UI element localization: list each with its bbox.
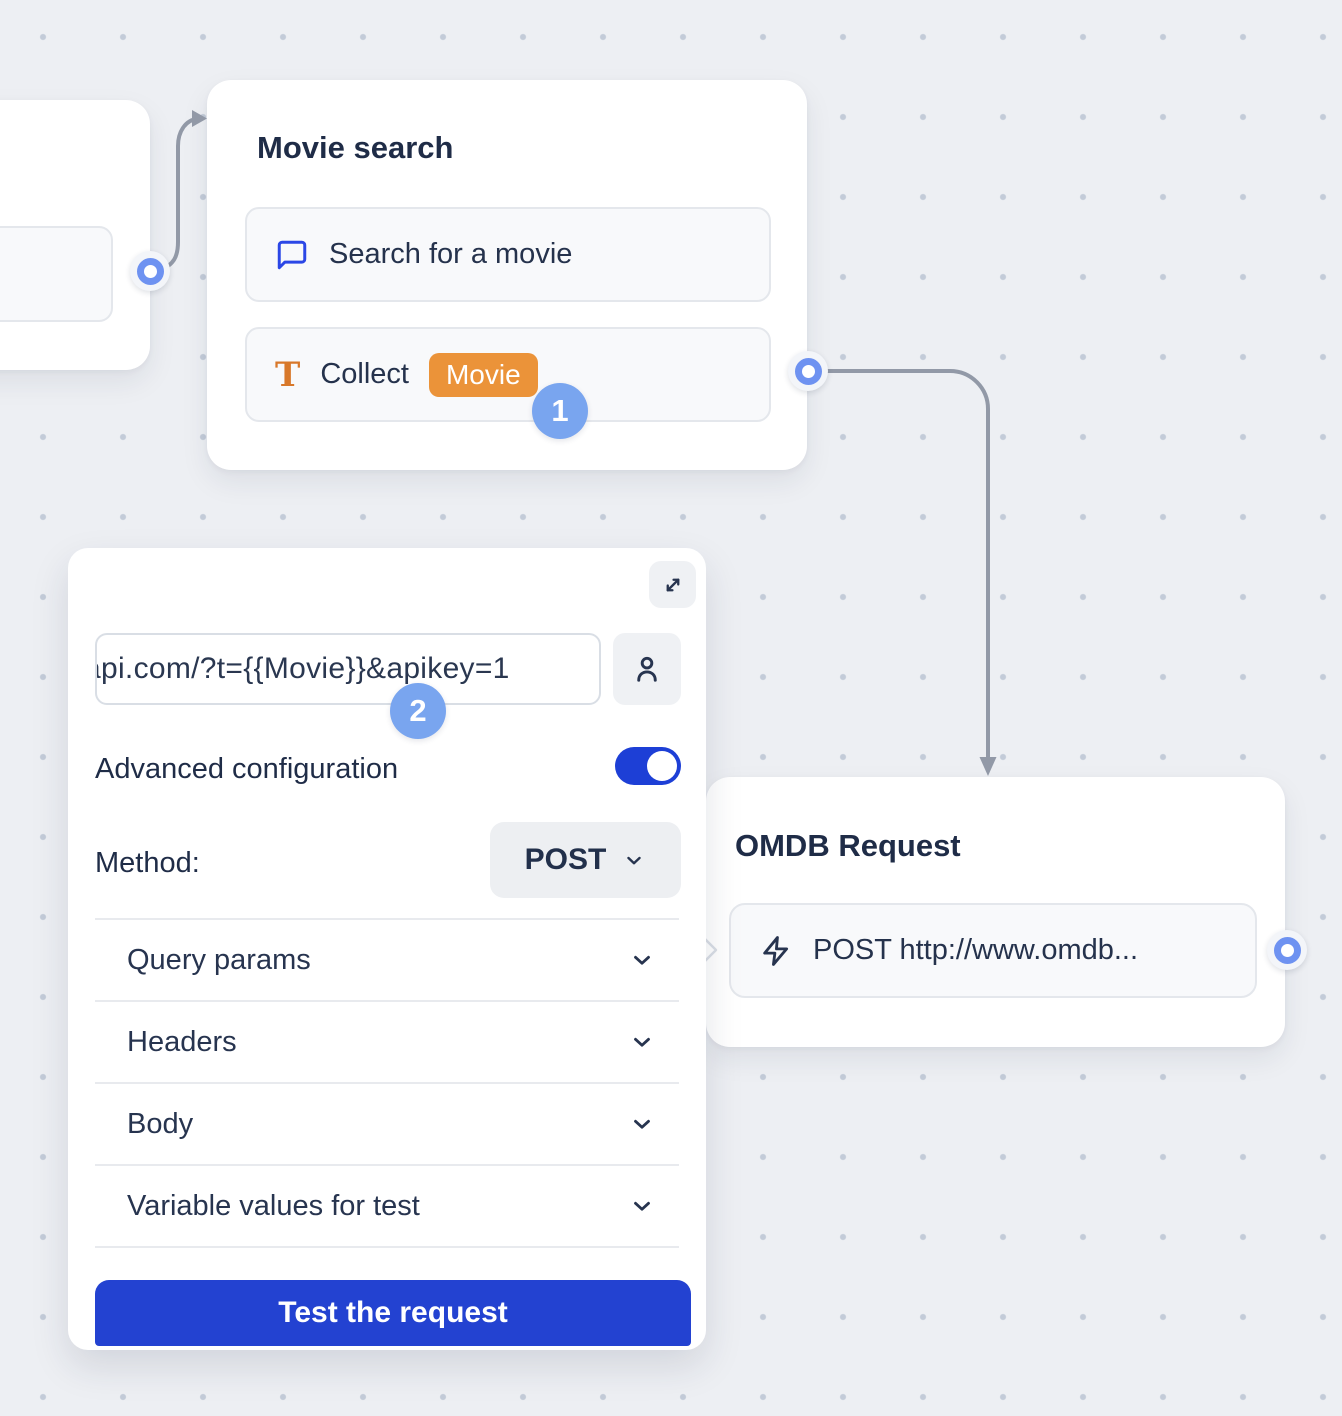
movie-node-output-port[interactable] [788, 351, 828, 391]
config-sections: Query params Headers Body [95, 918, 679, 1248]
omdb-post-label: POST http://www.omdb... [813, 934, 1139, 966]
left-node-output-port[interactable] [130, 251, 170, 291]
lightning-icon [759, 934, 793, 968]
section-query-params[interactable]: Query params [95, 920, 679, 1002]
movie-variable-badge: Movie [428, 352, 538, 397]
search-for-movie-block[interactable]: Search for a movie [245, 207, 771, 302]
chevron-down-icon [629, 1193, 655, 1219]
omdb-node-title: OMDB Request [735, 828, 961, 863]
search-block-label: Search for a movie [329, 238, 573, 270]
omdb-node-output-port[interactable] [1267, 930, 1307, 970]
section-label: Variable values for test [127, 1189, 420, 1222]
section-label: Body [127, 1107, 194, 1140]
text-collect-icon: T [275, 354, 301, 395]
url-input[interactable]: api.com/?t={{Movie}}&apikey=1 [95, 633, 601, 705]
chevron-down-icon [629, 1111, 655, 1137]
section-body[interactable]: Body [95, 1084, 679, 1166]
omdb-post-block[interactable]: POST http://www.omdb... [729, 903, 1257, 998]
method-selected-value: POST [524, 843, 607, 876]
partial-node-card[interactable] [0, 100, 150, 370]
person-button[interactable] [613, 633, 681, 705]
advanced-configuration-toggle[interactable] [615, 747, 681, 785]
section-label: Headers [127, 1025, 237, 1058]
wire-movie-to-omdb [822, 369, 990, 759]
toggle-knob [647, 751, 677, 781]
wire-arrowhead-down [979, 757, 997, 776]
omdb-request-node[interactable]: OMDB Request POST http://www.omdb... [706, 777, 1285, 1047]
collect-movie-block[interactable]: T Collect Movie [245, 327, 771, 422]
section-label: Query params [127, 943, 311, 976]
chevron-down-icon [629, 947, 655, 973]
partial-node-item[interactable] [0, 226, 113, 322]
port-ring [794, 357, 822, 385]
expand-icon [659, 571, 687, 599]
step-badge-1: 1 [532, 383, 588, 439]
movie-search-node[interactable]: Movie search Search for a movie T Collec… [207, 80, 807, 470]
chevron-down-icon [629, 1029, 655, 1055]
step-badge-2: 2 [390, 683, 446, 739]
method-select[interactable]: POST [490, 822, 681, 898]
test-request-button[interactable]: Test the request [95, 1280, 691, 1346]
port-ring [1273, 936, 1301, 964]
port-ring [136, 257, 164, 285]
webhook-config-panel: api.com/?t={{Movie}}&apikey=1 2 Advanced… [68, 548, 706, 1350]
advanced-configuration-label: Advanced configuration [95, 753, 399, 785]
wire-left-to-movie [158, 117, 199, 272]
url-input-value: api.com/?t={{Movie}}&apikey=1 [95, 652, 510, 685]
movie-node-title: Movie search [257, 130, 454, 165]
section-variable-values[interactable]: Variable values for test [95, 1166, 679, 1248]
person-icon [631, 653, 663, 685]
collect-block-label: Collect [320, 358, 409, 390]
expand-button[interactable] [649, 561, 696, 608]
method-label: Method: [95, 847, 200, 879]
chevron-down-icon [622, 848, 646, 872]
section-headers[interactable]: Headers [95, 1002, 679, 1084]
chat-bubble-icon [275, 238, 309, 272]
wire-arrowhead-right [192, 110, 207, 127]
